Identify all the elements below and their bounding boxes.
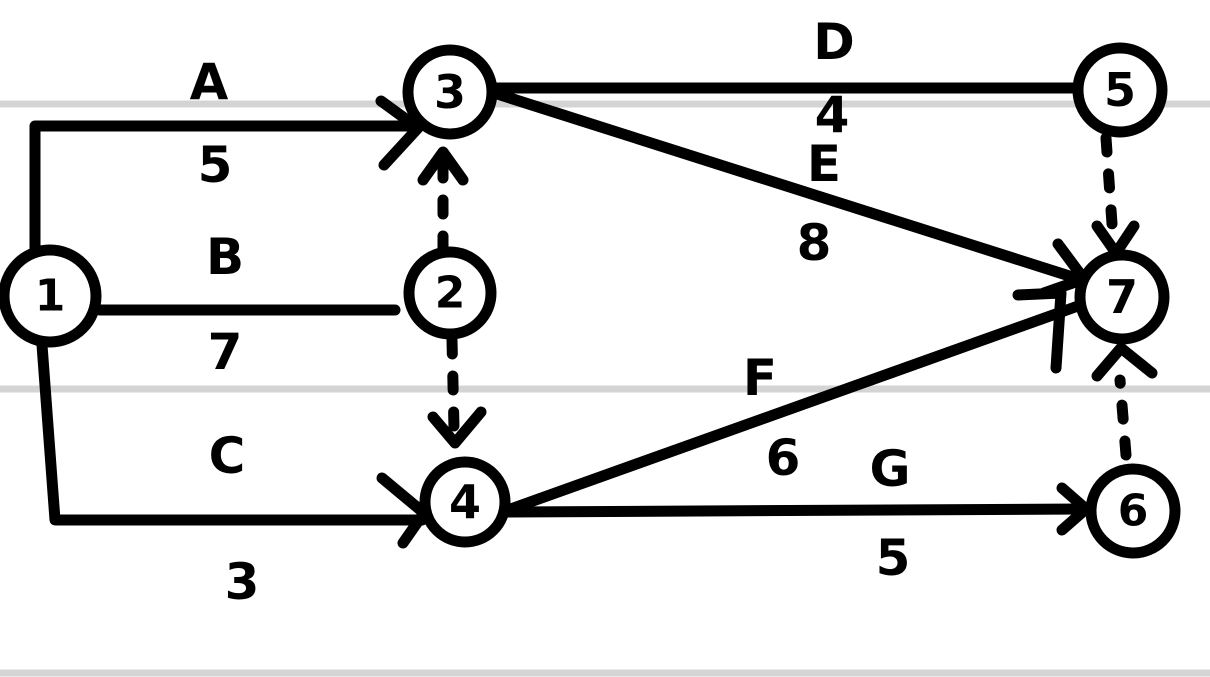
node-label: 4 — [449, 475, 481, 529]
node-3: 3 — [402, 44, 498, 140]
activity-b-name: B — [206, 228, 244, 286]
edge-activity-e — [488, 87, 1090, 299]
node-label: 2 — [435, 268, 466, 319]
node-label: 5 — [1104, 63, 1136, 117]
node-label: 1 — [35, 271, 66, 322]
edge-activity-a — [29, 95, 424, 264]
activity-f-duration: 6 — [766, 429, 801, 487]
activity-e-name: E — [807, 135, 841, 193]
dummy-edge-2-4 — [427, 334, 487, 449]
activity-d-name: D — [813, 13, 855, 71]
node-6: 6 — [1085, 463, 1181, 559]
node-label: 3 — [434, 65, 466, 119]
node-7: 7 — [1074, 249, 1170, 345]
activity-g-duration: 5 — [876, 529, 911, 587]
activity-f-name: F — [743, 349, 777, 407]
node-1: 1 — [0, 244, 102, 348]
dummy-edge-2-3 — [417, 146, 469, 256]
activity-c-name: C — [209, 427, 246, 485]
node-2: 2 — [403, 246, 497, 340]
activity-b-duration: 7 — [208, 323, 243, 381]
node-4: 4 — [419, 456, 511, 548]
activity-d-duration: 4 — [815, 86, 850, 144]
activity-g-name: G — [869, 440, 910, 498]
activity-a-name: A — [190, 53, 229, 111]
node-label: 6 — [1118, 486, 1149, 537]
edge-activity-g — [503, 482, 1092, 536]
activity-e-duration: 8 — [797, 214, 832, 272]
dummy-edge-5-7 — [1091, 132, 1140, 259]
activity-c-duration: 3 — [225, 553, 260, 611]
dummy-edge-6-7 — [1091, 342, 1158, 461]
activity-a-duration: 5 — [198, 136, 233, 194]
node-label: 7 — [1106, 270, 1138, 324]
node-5: 5 — [1072, 42, 1168, 138]
edge-activity-f — [499, 287, 1084, 517]
